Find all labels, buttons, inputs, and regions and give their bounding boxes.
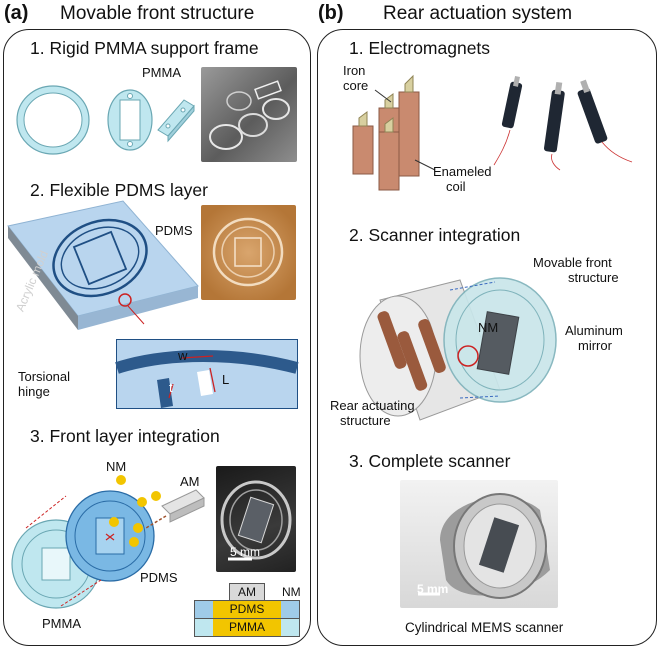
cylindrical-scanner-caption: Cylindrical MEMS scanner xyxy=(405,620,564,635)
nm-highlight-circle xyxy=(457,345,479,367)
complete-scanner-photo xyxy=(400,480,558,608)
torsional-hinge-line2: hinge xyxy=(18,384,50,399)
pmma-parts-photo xyxy=(201,67,297,162)
panel-a-letter: (a) xyxy=(4,2,29,24)
torsional-hinge-line1: Torsional xyxy=(18,369,71,384)
pdms-label-a3: PDMS xyxy=(140,570,178,585)
stack-pdms-row: PDMS xyxy=(194,600,300,619)
panel-b-letter: (b) xyxy=(318,2,344,24)
b-step1-title: 1. Electromagnets xyxy=(349,38,491,58)
electromagnets-illustration xyxy=(352,74,436,191)
dim-w: w xyxy=(178,348,188,363)
front-layer-integration-illustration xyxy=(11,475,205,609)
nm-label-b: NM xyxy=(478,320,499,335)
acrylic-mold-side-front xyxy=(78,286,198,330)
b-scale-bar-label: 5 mm xyxy=(417,582,449,596)
iron-core-line1: Iron xyxy=(343,63,366,78)
movable-front-line1: Movable front xyxy=(533,255,612,270)
pmma-slab xyxy=(157,99,195,143)
hinge-inset xyxy=(115,339,299,409)
a-step2-title: 2. Flexible PDMS layer xyxy=(30,180,208,200)
acrylic-mold-side-left xyxy=(8,226,78,330)
pmma-label-a3: PMMA xyxy=(42,616,81,631)
pdms-layer-photo xyxy=(201,205,296,300)
integrated-front-layer-photo xyxy=(216,466,296,572)
am-label-a: AM xyxy=(180,474,200,489)
electromagnet-3 xyxy=(398,74,420,177)
nm-magnet-4 xyxy=(137,497,147,507)
electromagnets-photo xyxy=(493,76,633,171)
scanner-integration-illustration xyxy=(359,277,557,421)
stack-nm-right xyxy=(273,601,281,618)
pdms-ring xyxy=(52,218,148,298)
stack-nm-label: NM xyxy=(282,585,301,599)
stack-nm-left xyxy=(213,601,221,618)
nm-label-a: NM xyxy=(106,459,127,474)
stack-pmma-nm-right xyxy=(273,619,281,636)
stack-pmma: PMMA xyxy=(221,619,273,636)
panel-b-frame xyxy=(317,29,657,646)
pmma-photo-drawing xyxy=(209,80,290,150)
b-step2-title: 2. Scanner integration xyxy=(349,225,521,245)
a-step1-title: 1. Rigid PMMA support frame xyxy=(30,38,259,58)
aluminum-mirror-line2: mirror xyxy=(578,338,612,353)
b-step3-title: 3. Complete scanner xyxy=(349,451,511,471)
pdms-label: PDMS xyxy=(155,223,193,238)
pdms-mold-illustration xyxy=(7,200,199,330)
electromagnet-1 xyxy=(352,111,374,175)
panel-b-title: Rear actuation system xyxy=(383,3,573,24)
nm-magnet-3 xyxy=(133,523,143,533)
rear-actuating-line2: structure xyxy=(340,413,391,428)
hinge-highlight-circle xyxy=(118,293,132,307)
nm-magnet-1 xyxy=(116,475,126,485)
complete-scanner-drawing xyxy=(418,493,550,599)
pmma-frame-parts-illustration xyxy=(16,85,195,155)
enameled-coil-line1: Enameled xyxy=(433,164,492,179)
stack-am: AM xyxy=(229,583,265,601)
panel-a-title: Movable front structure xyxy=(60,3,255,24)
a-step3-title: 3. Front layer integration xyxy=(30,426,220,446)
stack-pdms: PDMS xyxy=(221,601,273,618)
dim-t: t xyxy=(169,380,173,395)
rear-actuating-line1: Rear actuating xyxy=(330,398,415,413)
aluminum-mirror-line1: Aluminum xyxy=(565,323,623,338)
a-scale-bar-label: 5 mm xyxy=(230,545,260,559)
panel-a-frame xyxy=(3,29,311,646)
nm-magnet-5 xyxy=(151,491,161,501)
stack-pmma-row: PMMA xyxy=(194,618,300,637)
electromagnet-photo-3 xyxy=(577,79,633,163)
electromagnet-photo-2 xyxy=(543,81,565,171)
movable-front-line2: structure xyxy=(568,270,619,285)
dim-L: L xyxy=(222,372,230,387)
electromagnet-photo-1 xyxy=(493,76,523,166)
nm-magnet-2 xyxy=(109,517,119,527)
nm-magnet-6 xyxy=(129,537,139,547)
enameled-coil-line2: coil xyxy=(446,179,466,194)
hinge-inset-drawing xyxy=(115,350,299,408)
front-layer-photo-drawing xyxy=(220,480,292,561)
stack-pmma-nm-left xyxy=(213,619,221,636)
pdms-photo-drawing xyxy=(212,217,284,287)
iron-core-line2: core xyxy=(343,78,369,93)
movable-front-structure xyxy=(443,277,557,403)
pmma-label: PMMA xyxy=(142,65,181,80)
electromagnet-4 xyxy=(378,117,400,191)
